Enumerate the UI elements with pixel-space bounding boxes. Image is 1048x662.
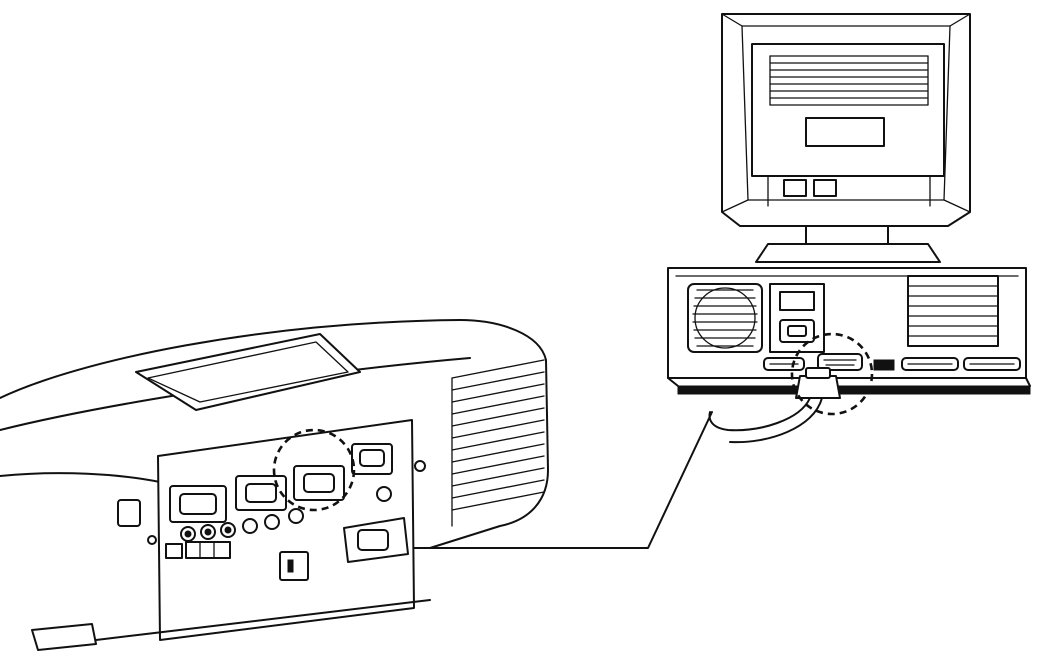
computer-vga-out-port bbox=[817, 353, 863, 371]
monitor-socket bbox=[783, 179, 807, 197]
projector-port bbox=[165, 543, 183, 559]
computer-fan-grille bbox=[687, 283, 763, 353]
projector-vent-grille bbox=[451, 359, 545, 527]
monitor-socket bbox=[813, 179, 837, 197]
crt-monitor-illustration bbox=[721, 13, 971, 263]
computer-output-port-callout bbox=[790, 332, 874, 416]
monitor-label-plate bbox=[805, 117, 885, 147]
projector-input-port-callout bbox=[272, 428, 356, 512]
computer-expansion-slots bbox=[907, 275, 999, 347]
computer-illustration bbox=[667, 267, 1031, 395]
computer-power-supply bbox=[769, 283, 825, 353]
projector-illustration bbox=[0, 319, 549, 651]
projector-io-panel bbox=[147, 419, 426, 641]
computer-port bbox=[873, 359, 895, 371]
monitor-vent-grille bbox=[769, 55, 929, 106]
projector-power-switch bbox=[279, 551, 309, 581]
